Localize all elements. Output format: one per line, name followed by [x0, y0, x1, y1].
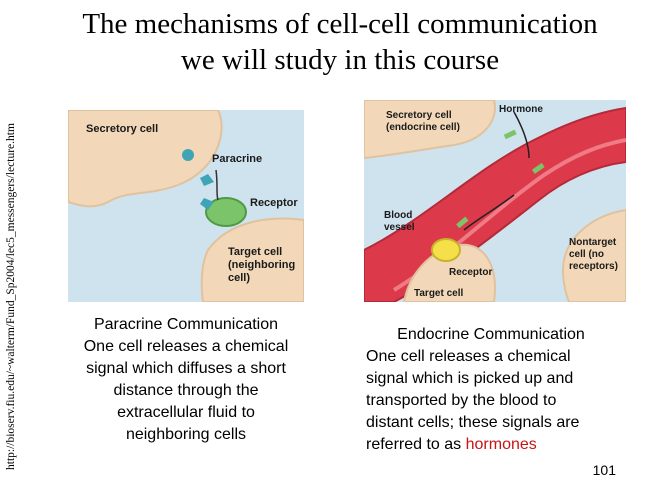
caption-heading: Paracrine Communication [93, 316, 279, 333]
receptor-shape [431, 238, 461, 262]
slide-title: The mechanisms of cell-cell communicatio… [40, 6, 640, 78]
hormones-highlight: hormones [465, 436, 537, 453]
receptor-shape [205, 197, 247, 227]
title-line-2: we will study in this course [180, 44, 500, 76]
secretory-cell-shape [364, 100, 496, 160]
page-number: 101 [592, 462, 616, 478]
caption-line: distant cells; these signals are [366, 414, 580, 431]
label-target-cell: cell) [228, 272, 250, 284]
caption-line: distance through the [113, 382, 259, 399]
url-text: http://bioserv.fiu.edu/~walterm/Fund_Sp2… [5, 123, 17, 470]
caption-line: signal which diffuses a short [86, 360, 286, 377]
label-receptor: Receptor [250, 197, 298, 209]
label-receptor: Receptor [449, 267, 492, 278]
label-secretory-cell: (endocrine cell) [386, 122, 460, 133]
caption-heading: Endocrine Communication [397, 326, 585, 343]
endocrine-caption: Endocrine Communication One cell release… [366, 324, 616, 456]
hormone-molecule [503, 129, 517, 140]
flow-arrow [513, 111, 530, 159]
signal-molecule [200, 198, 214, 210]
label-secretory-cell: Secretory cell [86, 123, 158, 135]
pointer-line [215, 169, 219, 201]
signal-molecule [200, 174, 214, 186]
label-paracrine: Paracrine [212, 153, 262, 165]
caption-line: referred to as hormones [366, 434, 616, 456]
signal-molecule [182, 149, 194, 161]
label-hormone: Hormone [499, 104, 543, 115]
caption-line: transported by the blood to [366, 392, 557, 409]
endocrine-diagram: Secretory cell (endocrine cell) Hormone … [364, 100, 626, 302]
caption-line: neighboring cells [125, 426, 247, 443]
label-target-cell: Target cell [414, 288, 463, 299]
paracrine-caption: Paracrine Communication One cell release… [62, 314, 310, 446]
hormone-molecule [531, 162, 545, 174]
secretory-cell-shape [68, 110, 223, 208]
nontarget-cell-shape [562, 208, 626, 302]
flow-arrow [463, 194, 515, 231]
caption-line: extracellular fluid to [117, 404, 255, 421]
label-nontarget-cell: cell (no [569, 249, 604, 260]
label-blood-vessel: vessel [384, 222, 415, 233]
label-nontarget-cell: Nontarget [569, 237, 617, 248]
endocrine-figure: Secretory cell (endocrine cell) Hormone … [364, 100, 626, 302]
title-line-1: The mechanisms of cell-cell communicatio… [82, 8, 598, 40]
label-nontarget-cell: receptors) [569, 261, 618, 272]
label-blood-vessel: Blood [384, 210, 412, 221]
caption-line: One cell releases a chemical [366, 348, 571, 365]
paracrine-diagram: Secretory cell Paracrine Receptor Target… [68, 110, 304, 302]
label-target-cell: Target cell [228, 246, 282, 258]
caption-text: referred to as [366, 436, 466, 453]
target-cell-shape [200, 217, 304, 302]
label-secretory-cell: Secretory cell [386, 110, 452, 121]
caption-line: signal which is picked up and [366, 370, 574, 387]
label-target-cell: (neighboring [228, 259, 295, 271]
caption-line: One cell releases a chemical [83, 338, 289, 355]
vertical-url-label: http://bioserv.fiu.edu/~walterm/Fund_Sp2… [0, 0, 22, 470]
paracrine-figure: Secretory cell Paracrine Receptor Target… [68, 110, 304, 302]
hormone-molecule [456, 216, 469, 229]
